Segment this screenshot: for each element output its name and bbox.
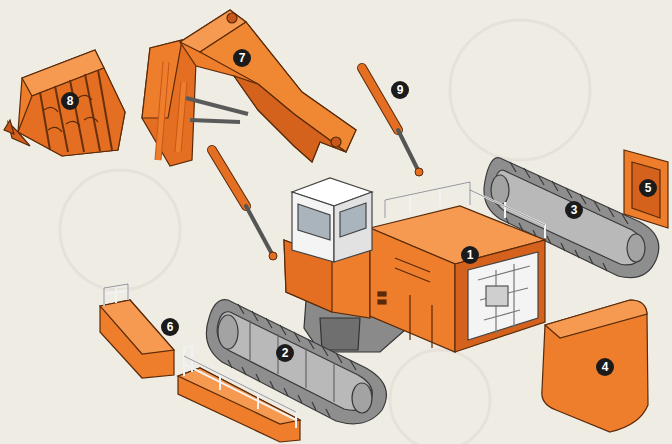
upper-structure-part <box>385 182 545 238</box>
boom-and-arm-part <box>142 40 196 166</box>
walkway-part <box>178 368 300 424</box>
upper-structure-part <box>410 295 432 348</box>
callout-number: 5 <box>639 179 657 197</box>
bucket <box>4 50 125 156</box>
hydraulic-cylinder-part <box>269 252 277 260</box>
crawler-track-part <box>510 162 628 224</box>
upper-structure-part <box>334 192 372 262</box>
callout-number: 6 <box>161 318 179 336</box>
callout-number: 7 <box>233 49 251 67</box>
hydraulic-cylinder-part <box>246 206 272 254</box>
side-panel-part <box>624 150 668 228</box>
bucket-part <box>4 120 14 134</box>
upper-structure-part <box>385 182 545 225</box>
upper-structure-part <box>298 204 330 240</box>
upper-structure-part <box>378 300 386 304</box>
hydraulic-cylinder-part <box>415 168 423 176</box>
walkway-part <box>184 356 296 412</box>
boom-and-arm-part <box>178 82 184 152</box>
upper-structure-part <box>395 258 430 282</box>
upper-structure-part <box>455 240 545 352</box>
walkway-part <box>100 300 174 378</box>
upper-structure <box>284 178 545 352</box>
crawler-track-part <box>250 320 334 402</box>
upper-structure-part <box>478 264 530 334</box>
callout-number: 3 <box>565 201 583 219</box>
walkway-part <box>104 284 128 306</box>
hydraulic-cylinder-part <box>212 150 246 206</box>
boom-and-arm <box>142 10 356 166</box>
boom-and-arm-part <box>234 76 346 162</box>
upper-structure-part <box>468 252 538 340</box>
counterweight-part <box>542 300 648 432</box>
boom-and-arm-part <box>158 62 166 160</box>
callout-number: 1 <box>461 246 479 264</box>
hydraulic-cylinder-part <box>362 68 398 130</box>
boom-and-arm-part <box>331 137 341 147</box>
hydraulic-cylinder-part <box>398 130 418 170</box>
counterweight <box>542 300 648 432</box>
upper-structure-part <box>378 292 386 296</box>
callout-number: 9 <box>391 81 409 99</box>
counterweight-part <box>545 300 647 338</box>
hydraulic-cylinder-part <box>362 68 398 130</box>
callout-number: 4 <box>596 358 614 376</box>
boom-and-arm-part <box>186 98 248 114</box>
background-part <box>450 20 590 160</box>
crawler-track-part <box>627 234 645 262</box>
bucket-part <box>18 50 125 156</box>
background-part <box>390 350 490 444</box>
side-panel <box>624 150 668 228</box>
bucket-part <box>40 70 112 152</box>
background-part <box>60 170 180 290</box>
hydraulic-cylinder <box>362 68 423 176</box>
crawler-track-part <box>218 315 238 349</box>
upper-structure-part <box>320 318 360 350</box>
upper-structure-part <box>486 286 508 306</box>
walkway-part <box>104 284 128 306</box>
crawler-track-part <box>238 304 356 370</box>
hydraulic-cylinder-part <box>212 150 246 206</box>
bucket-part <box>18 68 125 156</box>
hydraulic-cylinder <box>212 150 277 260</box>
walkway <box>100 284 300 442</box>
boom-and-arm-part <box>190 120 240 122</box>
boom-and-arm-part <box>178 82 184 152</box>
boom-and-arm-part <box>158 62 166 160</box>
callout-number: 2 <box>276 344 294 362</box>
boom-and-arm-part <box>180 10 356 162</box>
side-panel-part <box>632 162 660 218</box>
upper-structure-part <box>370 228 455 352</box>
boom-and-arm-part <box>227 13 237 23</box>
upper-structure-part <box>340 203 366 237</box>
boom-and-arm-part <box>200 22 356 152</box>
crawler-track-part <box>352 383 372 413</box>
callout-number: 8 <box>61 92 79 110</box>
upper-structure-part <box>292 192 334 262</box>
